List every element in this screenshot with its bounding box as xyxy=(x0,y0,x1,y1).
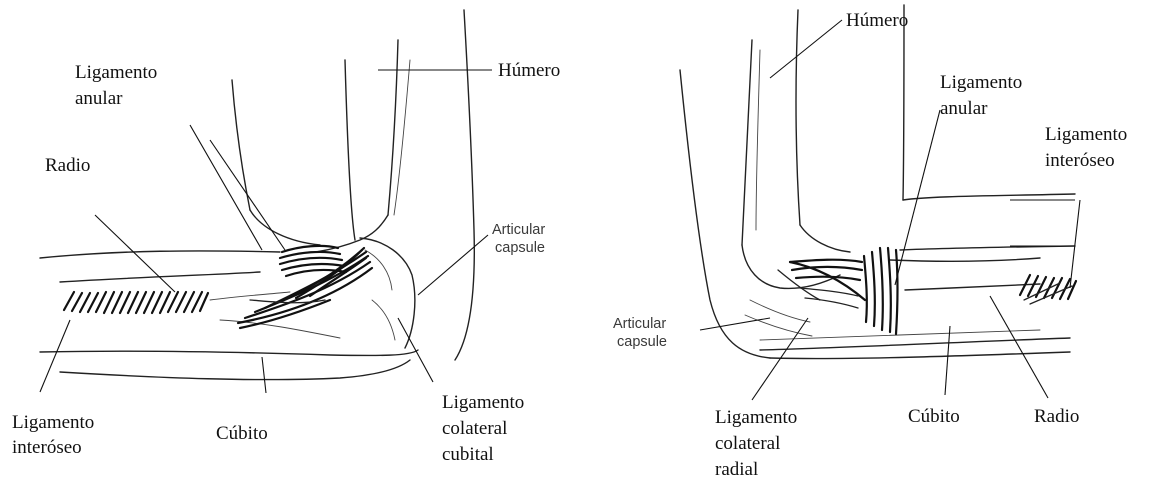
label-radius-right: Radio xyxy=(1034,406,1079,428)
left-interosseous-hatching xyxy=(64,292,208,313)
label-radius-left: Radio xyxy=(45,155,90,177)
label-annular-ligament-left-line2: anular xyxy=(75,88,122,110)
label-interosseous-ligament-right-line2: interóseo xyxy=(1045,150,1115,172)
label-humerus-right: Húmero xyxy=(846,10,908,32)
label-ulnar-collateral-ligament-line2: colateral xyxy=(442,418,507,440)
label-radial-collateral-ligament-line2: colateral xyxy=(715,433,780,455)
label-radial-collateral-ligament-line1: Ligamento xyxy=(715,407,797,429)
label-articular-capsule-left-line1: Articular xyxy=(492,222,545,239)
label-articular-capsule-right-line1: Articular xyxy=(613,316,666,333)
label-annular-ligament-right-line2: anular xyxy=(940,98,987,120)
label-ulna-right: Cúbito xyxy=(908,406,960,428)
label-ulnar-collateral-ligament-line1: Ligamento xyxy=(442,392,524,414)
label-articular-capsule-right-line2: capsule xyxy=(617,334,667,351)
label-interosseous-ligament-left-line1: Ligamento xyxy=(12,412,94,434)
label-interosseous-ligament-left-line2: interóseo xyxy=(12,437,82,459)
label-radial-collateral-ligament-line3: radial xyxy=(715,459,758,481)
label-interosseous-ligament-right-line1: Ligamento xyxy=(1045,124,1127,146)
right-elbow-illustration xyxy=(680,5,1080,400)
right-interosseous-hatching xyxy=(1020,275,1076,304)
label-annular-ligament-left-line1: Ligamento xyxy=(75,62,157,84)
label-ulnar-collateral-ligament-line3: cubital xyxy=(442,444,494,466)
label-humerus-left: Húmero xyxy=(498,60,560,82)
label-articular-capsule-left-line2: capsule xyxy=(495,240,545,257)
label-ulna-left: Cúbito xyxy=(216,423,268,445)
label-annular-ligament-right-line1: Ligamento xyxy=(940,72,1022,94)
